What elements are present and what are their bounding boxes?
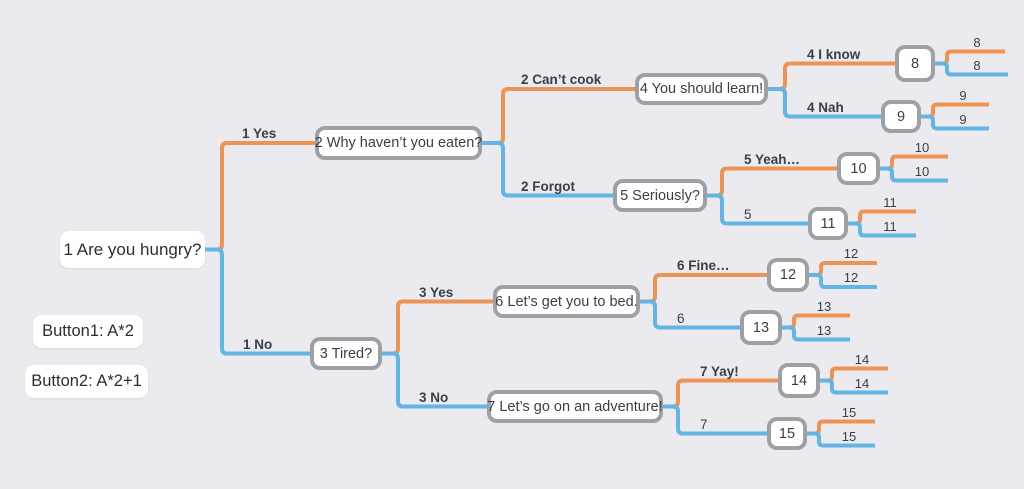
node-10[interactable]: 10 [837,152,880,185]
stub-9-blue [921,114,989,131]
edge-7-to-15 [663,404,767,436]
edge-label-4-i-know: 4 I know [807,46,861,62]
stub-15-blue [807,431,875,448]
stub-label-10-bottom: 10 [914,163,930,179]
stub-13-blue [782,325,850,342]
node-15[interactable]: 15 [767,417,807,450]
stub-11-blue [848,221,916,238]
node-12[interactable]: 12 [767,258,809,292]
node-8[interactable]: 8 [895,45,935,82]
stub-label-12-top: 12 [843,246,859,261]
root-node[interactable]: 1 Are you hungry? [60,231,205,268]
stub-label-11-bottom: 11 [883,218,897,234]
node-7[interactable]: 7 Let’s go on an adventure! [487,390,663,423]
stub-8-blue [935,61,1008,77]
button1[interactable]: Button1: A*2 [33,315,143,348]
edge-label-2-cant-cook: 2 Can’t cook [521,72,602,87]
edge-1-to-2 [205,141,315,252]
stub-label-8-top: 8 [973,34,981,50]
stub-label-10-top: 10 [914,139,930,155]
edge-label-3-yes: 3 Yes [419,284,454,300]
stub-label-9-bottom: 9 [959,111,967,127]
edge-3-to-6 [382,299,493,356]
edge-label-6: 6 [677,310,685,326]
stub-label-13-bottom: 13 [816,322,832,338]
edge-3-to-7 [382,351,487,409]
edge-label-7: 7 [700,416,708,432]
edge-6-to-12 [640,273,767,304]
edge-label-6-fine: 6 Fine… [677,258,730,273]
edge-6-to-13 [640,299,740,330]
stub-label-15-bottom: 15 [841,428,857,444]
node-5[interactable]: 5 Seriously? [613,179,707,212]
node-4[interactable]: 4 You should learn! [635,73,768,105]
edge-2-to-5 [482,141,613,198]
node-9[interactable]: 9 [881,100,921,133]
node-13[interactable]: 13 [740,310,782,345]
edge-1-to-3 [205,247,310,356]
edge-label-5: 5 [744,206,752,222]
edge-label-2-forgot: 2 Forgot [521,178,575,194]
edge-2-to-4 [482,87,635,145]
stub-14-blue [820,378,888,395]
stub-label-14-bottom: 14 [854,375,870,391]
stub-label-15-top: 15 [841,404,857,420]
edge-label-4-nah: 4 Nah [807,99,844,115]
edge-label-1-no: 1 No [243,336,273,352]
stub-label-11-top: 11 [883,194,897,210]
edge-4-to-9 [768,87,881,119]
stub-label-13-top: 13 [816,298,832,314]
edge-5-to-10 [707,166,837,198]
node-11[interactable]: 11 [808,207,848,240]
stub-10-blue [880,166,948,183]
node-3[interactable]: 3 Tired? [310,337,382,370]
stub-label-12-bottom: 12 [843,270,859,285]
edge-7-to-14 [663,378,778,409]
edge-label-3-no: 3 No [419,389,449,405]
button2[interactable]: Button2: A*2+1 [25,365,148,398]
edge-label-1-yes: 1 Yes [242,126,277,141]
edge-label-7-yay: 7 Yay! [700,363,739,379]
edge-label-5-yeah: 5 Yeah… [744,151,801,167]
node-6[interactable]: 6 Let’s get you to bed. [493,285,640,318]
node-2[interactable]: 2 Why haven’t you eaten? [315,126,482,160]
edge-5-to-11 [707,193,808,226]
stub-12-blue [809,273,877,289]
node-14[interactable]: 14 [778,363,820,398]
stub-label-14-top: 14 [854,351,870,367]
stub-label-8-bottom: 8 [973,57,981,73]
stub-label-9-top: 9 [959,87,967,103]
edge-4-to-8 [768,61,895,91]
